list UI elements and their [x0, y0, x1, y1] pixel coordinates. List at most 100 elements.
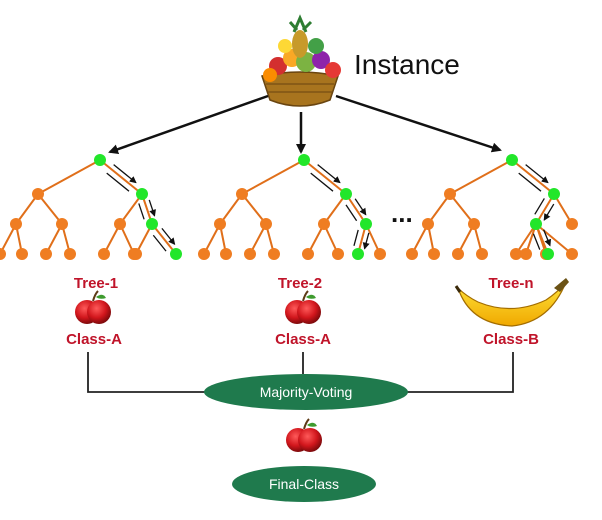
- final-class-node: [232, 466, 376, 502]
- tree-edge: [535, 223, 573, 255]
- tree-node: [318, 218, 330, 230]
- tree-node-active: [298, 154, 310, 166]
- tree-leaf: [130, 248, 142, 260]
- voting-connectors: [87, 352, 514, 393]
- tree-edge: [427, 193, 451, 225]
- decision-tree-3: [406, 154, 578, 260]
- tree-n-prediction: Class-B: [483, 331, 539, 348]
- connector-tree-n: [404, 352, 514, 393]
- tree-node: [98, 248, 110, 260]
- tree-node: [510, 248, 522, 260]
- tree-node: [566, 218, 578, 230]
- tree-node: [332, 248, 344, 260]
- tree-node-active: [136, 188, 148, 200]
- tree-node: [32, 188, 44, 200]
- apple-icon: [285, 290, 321, 324]
- decision-path-arrow: [138, 203, 145, 220]
- decision-path-arrow: [317, 164, 341, 184]
- decision-path-arrow: [362, 232, 370, 250]
- tree-node: [10, 218, 22, 230]
- majority-voting-node: [204, 374, 408, 410]
- tree-node: [422, 218, 434, 230]
- tree-node: [220, 248, 232, 260]
- tree-node: [198, 248, 210, 260]
- tree-edge: [37, 193, 63, 225]
- tree-edge: [99, 159, 143, 195]
- decision-path-arrow: [534, 198, 545, 215]
- tree-leaf-active: [542, 248, 554, 260]
- tree-node: [64, 248, 76, 260]
- decision-path-arrow: [152, 234, 167, 252]
- instance-label: Instance: [354, 49, 460, 80]
- tree-edge: [303, 159, 347, 195]
- tree-edge: [119, 193, 143, 225]
- tree-edge: [449, 159, 513, 195]
- tree-edge: [515, 223, 537, 255]
- tree-edge: [241, 193, 267, 225]
- tree-node: [0, 248, 6, 260]
- decision-path-arrow: [345, 204, 358, 222]
- tree-1-prediction: Class-A: [66, 331, 122, 348]
- decision-path-arrow: [113, 164, 137, 184]
- tree-node: [260, 218, 272, 230]
- tree-edge: [345, 193, 367, 225]
- decision-tree-2: [198, 154, 386, 260]
- decision-path-arrow: [161, 227, 176, 246]
- connector-tree-1: [87, 352, 208, 393]
- tree-label-n: Tree-n: [488, 275, 533, 292]
- tree-edge: [15, 193, 39, 225]
- arrow-to-tree-1: [108, 94, 269, 155]
- decision-path-arrow: [106, 172, 130, 192]
- tree-node: [40, 248, 52, 260]
- tree-node: [16, 248, 28, 260]
- tree-edge: [37, 159, 101, 195]
- tree-node: [476, 248, 488, 260]
- tree-node-active: [360, 218, 372, 230]
- tree-node: [302, 248, 314, 260]
- decision-path-arrow: [543, 203, 555, 221]
- tree-node: [444, 188, 456, 200]
- decision-path-arrow: [354, 198, 367, 216]
- apple-icon: [75, 290, 111, 324]
- decision-path-arrow: [310, 172, 334, 192]
- decision-path-arrow: [525, 164, 549, 184]
- tree-label-2: Tree-2: [278, 275, 322, 292]
- tree-node: [468, 218, 480, 230]
- tree-leaf: [520, 248, 532, 260]
- tree-edge: [511, 159, 555, 195]
- tree-edge: [241, 159, 305, 195]
- decision-path-arrow: [353, 229, 359, 247]
- tree-node-active: [548, 188, 560, 200]
- tree-2-prediction: Class-A: [275, 331, 331, 348]
- ellipsis: ...: [391, 198, 413, 228]
- tree-edge: [449, 193, 475, 225]
- decision-path-arrow: [543, 229, 552, 247]
- trees-layer: [0, 154, 578, 260]
- tree-node: [406, 248, 418, 260]
- decision-path-arrow: [148, 199, 156, 217]
- tree-label-1: Tree-1: [74, 275, 118, 292]
- tree-node-active: [146, 218, 158, 230]
- tree-node: [114, 218, 126, 230]
- tree-node-active: [340, 188, 352, 200]
- tree-node: [268, 248, 280, 260]
- tree-leaf-active: [170, 248, 182, 260]
- tree-node: [214, 218, 226, 230]
- tree-node-active: [530, 218, 542, 230]
- apple-icon: [286, 418, 322, 452]
- tree-leaf: [566, 248, 578, 260]
- tree-edge: [323, 193, 347, 225]
- final-class-label: Final-Class: [269, 476, 339, 492]
- decision-path-arrow: [532, 233, 541, 250]
- tree-edge: [151, 223, 177, 255]
- tree-node: [428, 248, 440, 260]
- decision-path-arrow: [518, 172, 542, 192]
- arrow-to-tree-n: [335, 94, 502, 153]
- banana-icon: [454, 278, 569, 327]
- tree-edge: [219, 193, 243, 225]
- decision-tree-1: [0, 154, 182, 260]
- tree-node-active: [94, 154, 106, 166]
- tree-leaf: [374, 248, 386, 260]
- tree-node: [244, 248, 256, 260]
